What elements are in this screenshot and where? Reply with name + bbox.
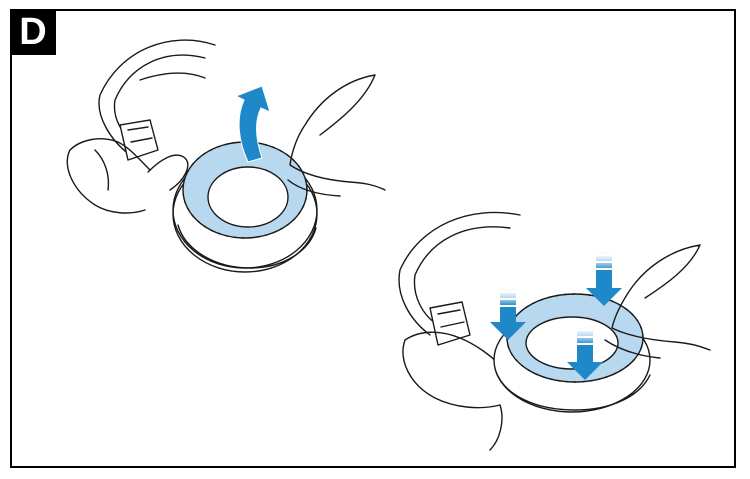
panel-attach-cushion xyxy=(399,212,710,450)
cushion-hole xyxy=(526,317,618,369)
cushion-hole xyxy=(208,167,288,227)
panel-remove-cushion xyxy=(67,40,385,272)
slider xyxy=(430,302,470,345)
